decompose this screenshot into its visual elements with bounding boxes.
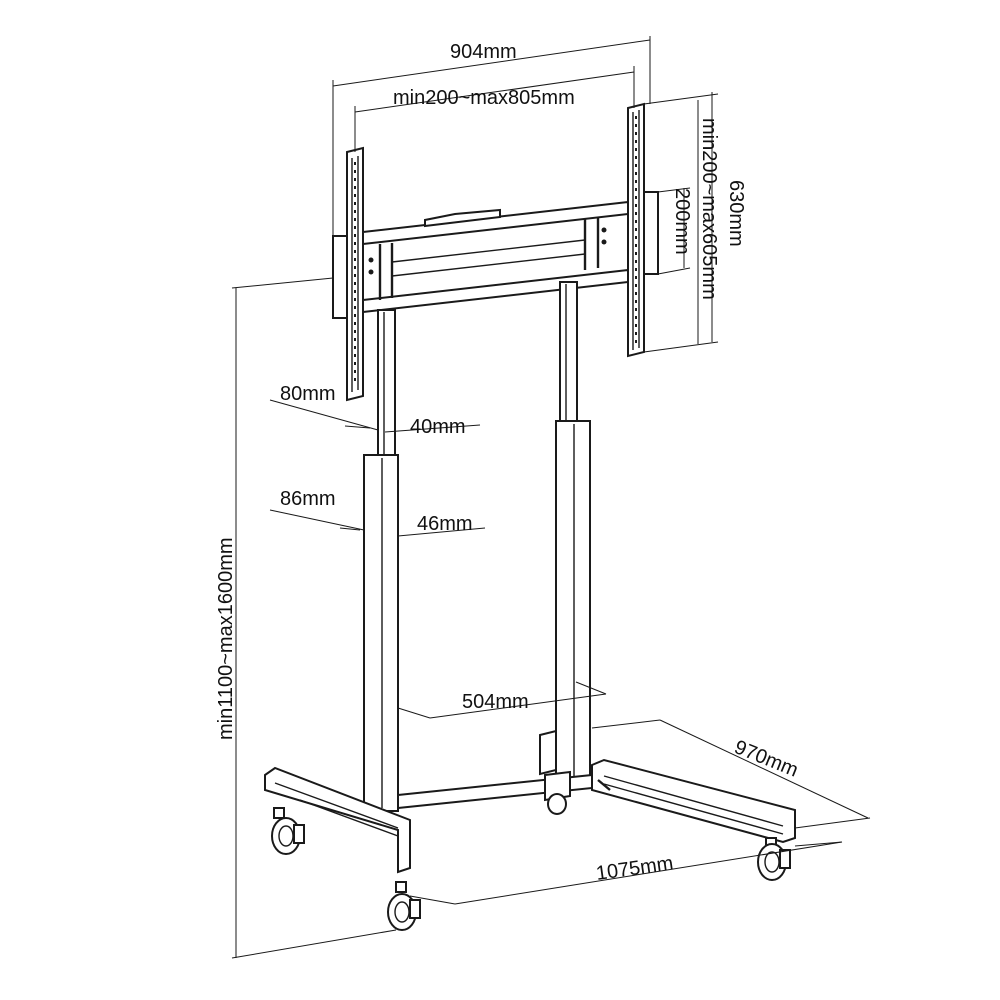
- label-bracket-height: 200mm: [671, 188, 693, 255]
- rail-hole: [635, 188, 637, 191]
- rail-hole: [635, 340, 637, 343]
- casters: [271, 793, 791, 931]
- rail-hole: [635, 300, 637, 303]
- rail-hole: [354, 330, 356, 333]
- rail-hole: [635, 324, 637, 327]
- label-lower-post-width: 46mm: [417, 513, 473, 535]
- rail-hole: [354, 258, 356, 261]
- rail-hole: [635, 236, 637, 239]
- rail-hole: [635, 260, 637, 263]
- rail-hole: [354, 354, 356, 357]
- upright-posts: [363, 281, 591, 812]
- rail-hole: [635, 180, 637, 183]
- rail-hole: [635, 292, 637, 295]
- label-overall-width: 904mm: [450, 41, 517, 63]
- rail-hole: [635, 172, 637, 175]
- rail-hole: [354, 298, 356, 301]
- rail-hole: [354, 194, 356, 197]
- rear-bracket: [539, 729, 557, 776]
- dimension-lines: [231, 36, 871, 959]
- rail-hole: [354, 186, 356, 189]
- rail-holes: [354, 116, 637, 381]
- label-overall-height: 630mm: [725, 180, 747, 247]
- rail-hole: [635, 124, 637, 127]
- label-base-width: 1075mm: [595, 852, 675, 885]
- left-lower-post: [363, 454, 399, 812]
- rail-hole: [635, 244, 637, 247]
- label-height-range: min1100~max1600mm: [215, 537, 237, 740]
- caster-rear: [547, 793, 567, 815]
- right-vertical-rail: [627, 102, 659, 358]
- rail-hole: [635, 156, 637, 159]
- dimension-labels: 904mm min200~max805mm 630mm min200~max60…: [215, 41, 801, 885]
- rail-hole: [635, 212, 637, 215]
- label-vesa-height: min200~max605mm: [698, 118, 720, 300]
- rail-hole: [354, 282, 356, 285]
- rear-left-stub: [544, 770, 571, 802]
- rail-hole: [354, 378, 356, 381]
- right-lower-post: [555, 420, 591, 782]
- label-lower-post-depth: 86mm: [280, 488, 336, 510]
- rail-hole: [635, 252, 637, 255]
- rail-hole: [354, 266, 356, 269]
- rail-hole: [354, 314, 356, 317]
- caster-front-center: [387, 881, 421, 931]
- rail-hole: [635, 276, 637, 279]
- rail-hole: [635, 140, 637, 143]
- rail-hole: [635, 116, 637, 119]
- rail-hole: [354, 362, 356, 365]
- rail-hole: [354, 218, 356, 221]
- label-base-depth: 970mm: [731, 736, 801, 781]
- rail-hole: [635, 268, 637, 271]
- left-vertical-rail: [332, 146, 364, 402]
- rail-hole: [354, 162, 356, 165]
- rail-hole: [354, 322, 356, 325]
- rail-hole: [354, 234, 356, 237]
- rail-hole: [635, 332, 637, 335]
- rail-hole: [354, 250, 356, 253]
- right-upper-post: [559, 281, 578, 423]
- rail-hole: [635, 196, 637, 199]
- horizontal-cross-frame: [362, 200, 629, 314]
- left-upper-post: [377, 309, 396, 457]
- rail-hole: [635, 316, 637, 319]
- rail-hole: [635, 308, 637, 311]
- left-foot: [264, 766, 411, 874]
- rail-hole: [354, 290, 356, 293]
- label-upper-post-width: 40mm: [410, 416, 466, 438]
- rail-hole: [635, 220, 637, 223]
- rail-hole: [354, 338, 356, 341]
- rail-hole: [354, 242, 356, 245]
- rail-hole: [635, 228, 637, 231]
- rail-hole: [354, 370, 356, 373]
- rail-hole: [354, 226, 356, 229]
- base-frame: [264, 758, 796, 874]
- rail-hole: [635, 164, 637, 167]
- caster-right: [757, 837, 791, 881]
- caster-left-front: [271, 807, 305, 855]
- rail-hole: [354, 170, 356, 173]
- rail-hole: [635, 148, 637, 151]
- rail-hole: [354, 346, 356, 349]
- rail-hole: [354, 202, 356, 205]
- rail-hole: [635, 204, 637, 207]
- rail-hole: [354, 210, 356, 213]
- vesa-bracket: [332, 102, 659, 402]
- label-upper-post-depth: 80mm: [280, 383, 336, 405]
- rail-hole: [354, 274, 356, 277]
- rail-hole: [635, 284, 637, 287]
- label-vesa-width: min200~max805mm: [393, 87, 575, 109]
- rail-hole: [635, 132, 637, 135]
- label-post-spacing: 504mm: [462, 691, 529, 713]
- rail-hole: [354, 306, 356, 309]
- rail-hole: [354, 178, 356, 181]
